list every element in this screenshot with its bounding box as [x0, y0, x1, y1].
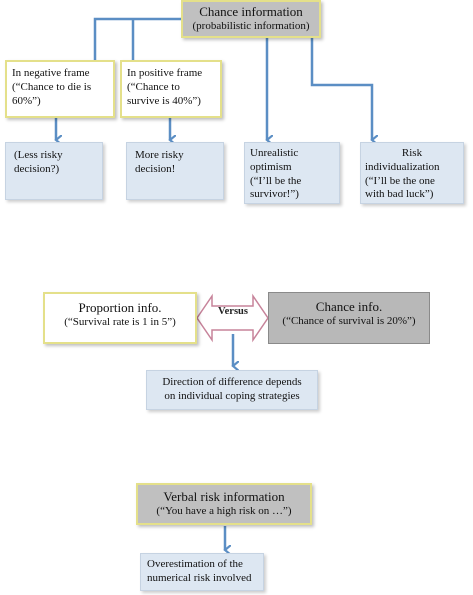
risk-indiv-line1: Risk [401, 147, 423, 159]
chance-info-title: Chance info. [315, 299, 383, 314]
verbal-risk-subtitle: (“You have a high risk on …”) [156, 505, 292, 518]
positive-frame-line3: survive is 40%”) [127, 94, 201, 107]
unrealistic-line2: optimism [250, 160, 292, 173]
unrealistic-line3: (“I’ll be the [250, 174, 302, 187]
chance-info-box: Chance info. (“Chance of survival is 20%… [268, 292, 430, 344]
chance-information-title: Chance information [199, 4, 303, 19]
direction-of-difference-box: Direction of difference depends on indiv… [146, 370, 318, 410]
more-risky-line1: More risky [135, 149, 184, 161]
negative-frame-box: In negative frame (“Chance to die is 60%… [5, 60, 115, 118]
negative-frame-line2: (“Chance to die is [12, 80, 92, 93]
risk-indiv-line2: individualization [365, 160, 440, 173]
less-risky-line2: decision?) [14, 162, 60, 175]
less-risky-line1: (Less risky [14, 149, 63, 161]
connector-top-bus [93, 17, 181, 60]
overestimation-line1: Overestimation of the [147, 558, 243, 570]
chance-information-box: Chance information (probabilistic inform… [181, 0, 321, 38]
less-risky-box: (Less risky decision?) [5, 142, 103, 200]
more-risky-line2: decision! [135, 162, 176, 175]
unrealistic-line1: Unrealistic [250, 147, 299, 159]
proportion-info-box: Proportion info. (“Survival rate is 1 in… [43, 292, 197, 344]
verbal-risk-box: Verbal risk information (“You have a hig… [136, 483, 312, 525]
risk-indiv-line3: (“I’ll be the one [365, 174, 435, 187]
direction-line2: on individual coping strategies [164, 389, 300, 402]
negative-frame-line3: 60%”) [12, 94, 41, 107]
versus-double-arrow [196, 293, 269, 343]
proportion-info-title: Proportion info. [78, 300, 162, 315]
overestimation-box: Overestimation of the numerical risk inv… [140, 553, 264, 591]
risk-indiv-line4: with bad luck”) [365, 188, 434, 201]
versus-label: Versus [218, 306, 248, 317]
direction-line1: Direction of difference depends [162, 376, 302, 388]
more-risky-box: More risky decision! [126, 142, 224, 200]
chance-information-subtitle: (probabilistic information) [192, 20, 310, 33]
positive-frame-line1: In positive frame [127, 67, 203, 79]
verbal-risk-title: Verbal risk information [163, 489, 285, 504]
positive-frame-line2: (“Chance to [127, 80, 180, 93]
unrealistic-optimism-box: Unrealistic optimism (“I’ll be the survi… [244, 142, 340, 204]
positive-frame-box: In positive frame (“Chance to survive is… [120, 60, 222, 118]
risk-individualization-box: Risk individualization (“I’ll be the one… [360, 142, 464, 204]
chance-info-subtitle: (“Chance of survival is 20%”) [282, 315, 416, 328]
proportion-info-subtitle: (“Survival rate is 1 in 5”) [64, 316, 176, 329]
unrealistic-line4: survivor!”) [250, 188, 299, 201]
connector-to-risk [310, 38, 372, 140]
negative-frame-line1: In negative frame [12, 67, 90, 79]
overestimation-line2: numerical risk involved [147, 571, 252, 584]
